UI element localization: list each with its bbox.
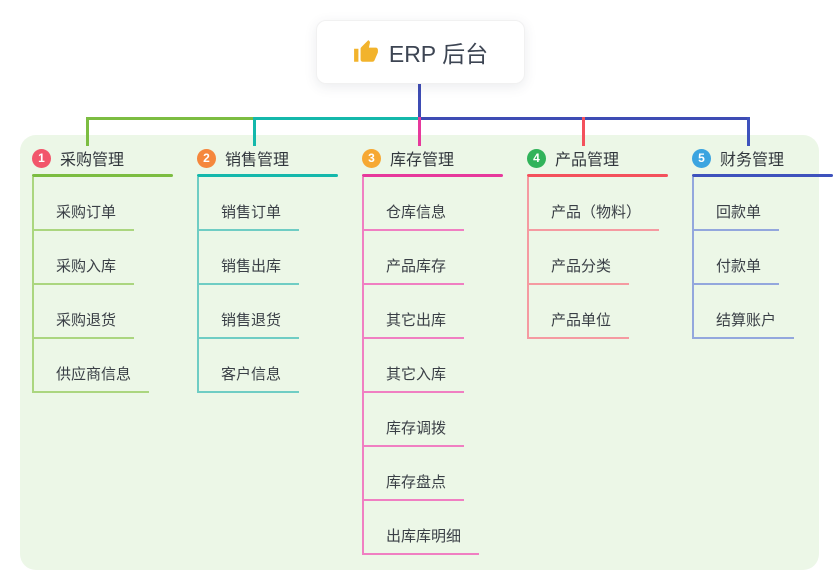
child-node-label[interactable]: 其它入库	[364, 363, 465, 393]
child-node-label[interactable]: 产品分类	[529, 255, 630, 285]
child-node-label[interactable]: 采购入库	[34, 255, 135, 285]
child-node: 仓库信息	[364, 177, 479, 231]
connector-bus-segment-2	[253, 117, 418, 120]
branch-column-2: 2 销售管理 销售订单销售出库销售退货客户信息	[197, 147, 361, 393]
branch-children: 产品（物料） 产品分类产品单位	[527, 177, 660, 339]
child-node-label[interactable]: 库存调拨	[364, 417, 465, 447]
root-node-card[interactable]: ERP 后台	[316, 20, 525, 84]
child-node: 供应商信息	[34, 339, 150, 393]
child-node: 采购入库	[34, 231, 149, 285]
branch-label: 采购管理	[60, 152, 125, 169]
child-node-label[interactable]: 产品（物料）	[529, 201, 660, 231]
child-node: 客户信息	[199, 339, 300, 393]
branch-header[interactable]: 5 财务管理	[692, 147, 839, 169]
child-node-label[interactable]: 出库库明细	[364, 525, 480, 555]
branch-label: 销售管理	[225, 152, 290, 169]
thumbs-up-icon	[353, 39, 379, 65]
connector-root-stem	[418, 82, 421, 118]
content-panel	[20, 135, 819, 570]
branch-badge: 1	[32, 148, 51, 168]
child-node-label[interactable]: 结算账户	[694, 309, 795, 339]
child-node: 采购订单	[34, 177, 149, 231]
child-node-label[interactable]: 库存盘点	[364, 471, 465, 501]
child-node: 回款单	[694, 177, 794, 231]
connector-bus-segment-1	[86, 117, 253, 120]
child-node-label[interactable]: 仓库信息	[364, 201, 465, 231]
branch-badge: 5	[692, 148, 711, 168]
child-node-label[interactable]: 采购订单	[34, 201, 135, 231]
child-node: 其它出库	[364, 285, 479, 339]
connector-drop-4	[582, 117, 585, 146]
child-node-label[interactable]: 产品单位	[529, 309, 630, 339]
child-node: 库存调拨	[364, 393, 479, 447]
branch-header[interactable]: 1 采购管理	[32, 147, 196, 169]
branch-column-3: 3 库存管理 仓库信息产品库存其它出库其它入库库存调拨库存盘点出库库明细	[362, 147, 526, 555]
branch-underline	[197, 174, 338, 177]
child-node-label[interactable]: 销售订单	[199, 201, 300, 231]
branch-underline	[362, 174, 503, 177]
child-node: 采购退货	[34, 285, 149, 339]
child-node-label[interactable]: 销售出库	[199, 255, 300, 285]
branch-column-5: 5 财务管理 回款单付款单结算账户	[692, 147, 839, 339]
child-node-label[interactable]: 供应商信息	[34, 363, 150, 393]
child-node-label[interactable]: 销售退货	[199, 309, 300, 339]
child-node-label[interactable]: 付款单	[694, 255, 780, 285]
branch-label: 库存管理	[390, 152, 455, 169]
child-node: 出库库明细	[364, 501, 480, 555]
child-node: 销售退货	[199, 285, 300, 339]
child-node-label[interactable]: 采购退货	[34, 309, 135, 339]
branch-children: 回款单付款单结算账户	[692, 177, 795, 339]
child-node-label[interactable]: 产品库存	[364, 255, 465, 285]
branch-children: 销售订单销售出库销售退货客户信息	[197, 177, 300, 393]
branch-badge: 3	[362, 148, 381, 168]
root-node-label: ERP 后台	[388, 41, 489, 67]
branch-children: 仓库信息产品库存其它出库其它入库库存调拨库存盘点出库库明细	[362, 177, 480, 555]
connector-drop-3	[418, 117, 421, 146]
child-node: 付款单	[694, 231, 794, 285]
child-node: 产品库存	[364, 231, 479, 285]
child-node: 产品分类	[529, 231, 659, 285]
child-node: 销售出库	[199, 231, 300, 285]
branch-underline	[527, 174, 668, 177]
child-node-label[interactable]: 其它出库	[364, 309, 465, 339]
branch-header[interactable]: 3 库存管理	[362, 147, 526, 169]
child-node-label[interactable]: 客户信息	[199, 363, 300, 393]
connector-drop-2	[253, 117, 256, 146]
branch-label: 财务管理	[720, 152, 785, 169]
child-node: 结算账户	[694, 285, 795, 339]
child-node: 库存盘点	[364, 447, 479, 501]
branch-column-1: 1 采购管理 采购订单采购入库采购退货供应商信息	[32, 147, 196, 393]
branch-header[interactable]: 2 销售管理	[197, 147, 361, 169]
child-node: 产品单位	[529, 285, 659, 339]
branch-badge: 2	[197, 148, 216, 168]
branch-column-4: 4 产品管理 产品（物料） 产品分类产品单位	[527, 147, 691, 339]
connector-drop-5	[747, 117, 750, 146]
child-node: 其它入库	[364, 339, 479, 393]
child-node-label[interactable]: 回款单	[694, 201, 780, 231]
connector-drop-1	[86, 117, 89, 146]
branch-label: 产品管理	[555, 152, 620, 169]
child-node: 销售订单	[199, 177, 300, 231]
branch-underline	[32, 174, 173, 177]
branch-badge: 4	[527, 148, 546, 168]
branch-underline	[692, 174, 833, 177]
child-node: 产品（物料）	[529, 177, 660, 231]
branch-children: 采购订单采购入库采购退货供应商信息	[32, 177, 150, 393]
branch-header[interactable]: 4 产品管理	[527, 147, 691, 169]
